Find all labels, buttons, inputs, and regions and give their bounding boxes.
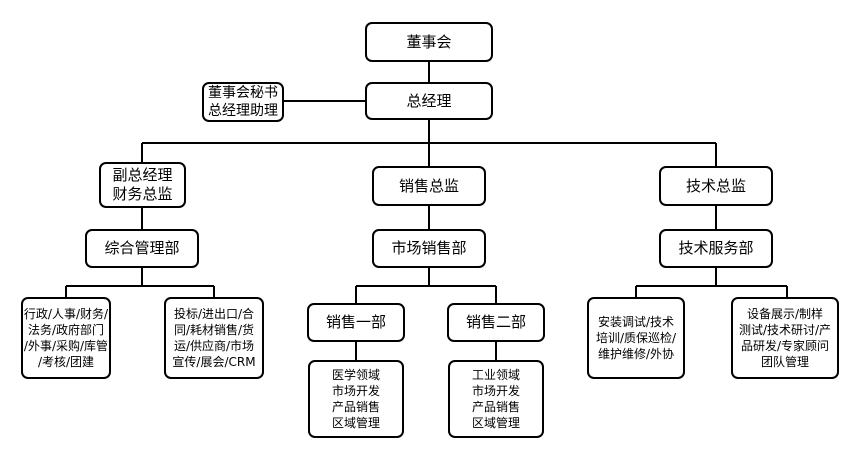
sales-two-duties-line-1: 工业领域 [471,368,520,382]
admin-duties-2-line-1: 投标/进出口/合 [173,307,255,321]
tech-duties-1-line-3: 维护维修/外协 [597,347,675,361]
admin-duties-2-line-4: 宣传/展会/CRM [172,355,256,369]
admin-duties-1-line-3: /外事/采购/库管 [23,339,109,353]
sales-two-duties-line-4: 区域管理 [471,416,520,430]
secretary-line-2: 总经理助理 [208,103,278,119]
sales-one-label: 销售一部 [325,313,386,331]
vp-finance-line-1: 副总经理 [112,166,173,184]
tech-director-node: 技术总监 [659,166,773,206]
ceo-label: 总经理 [406,91,452,110]
sales-director-label: 销售总监 [398,176,459,195]
board-node: 董事会 [365,22,493,62]
sales-one-duties-node: 医学领域 市场开发 产品销售 区域管理 [308,360,404,438]
tech-duties-2-line-1: 设备展示/制样 [746,307,824,321]
admin-duties-2-node: 投标/进出口/合 同/耗材销售/货 运/供应商/市场 宣传/展会/CRM [164,297,264,379]
tech-duties-1-node: 安装调试/技术 培训/质保巡检/ 维护维修/外协 [587,297,685,379]
sales-one-duties-line-2: 市场开发 [331,384,380,398]
tech-duties-1-line-1: 安装调试/技术 [597,315,675,329]
admin-duties-1-line-2: 法务/政府部门 [27,323,105,337]
sales-one-duties-line-1: 医学领域 [331,368,380,382]
sales-director-node: 销售总监 [372,166,486,206]
ceo-node: 总经理 [365,82,493,120]
tech-duties-2-line-3: 品研发/专家顾问 [740,339,830,353]
admin-duties-2-line-2: 同/耗材销售/货 [173,323,255,337]
tech-service-dept-node: 技术服务部 [659,229,773,268]
admin-duties-2-line-3: 运/供应商/市场 [173,339,255,353]
sales-two-duties-node: 工业领域 市场开发 产品销售 区域管理 [448,360,544,438]
admin-duties-1-line-4: /考核/团建 [37,355,95,369]
sales-two-node: 销售二部 [447,303,545,342]
tech-duties-2-line-4: 团队管理 [760,355,809,369]
sales-two-label: 销售二部 [465,313,526,331]
sales-one-duties-line-3: 产品销售 [331,400,380,414]
secretary-node: 董事会秘书 总经理助理 [202,82,284,122]
tech-director-label: 技术总监 [685,176,746,195]
marketing-dept-label: 市场销售部 [391,239,467,257]
sales-two-duties-line-3: 产品销售 [471,400,520,414]
admin-dept-label: 综合管理部 [104,239,180,257]
marketing-dept-node: 市场销售部 [372,229,486,268]
secretary-line-1: 董事会秘书 [208,85,278,101]
vp-finance-line-2: 财务总监 [112,185,173,203]
board-label: 董事会 [406,32,452,51]
tech-duties-2-node: 设备展示/制样 测试/技术研讨/产 品研发/专家顾问 团队管理 [731,297,839,379]
sales-two-duties-line-2: 市场开发 [471,384,520,398]
admin-dept-node: 综合管理部 [85,229,199,268]
tech-duties-1-line-2: 培训/质保巡检/ [595,331,677,345]
admin-duties-1-node: 行政/人事/财务/ 法务/政府部门 /外事/采购/库管 /考核/团建 [21,297,111,379]
admin-duties-1-line-1: 行政/人事/财务/ [23,307,109,321]
vp-finance-node: 副总经理 财务总监 [99,162,186,208]
tech-duties-2-line-2: 测试/技术研讨/产 [738,323,832,337]
sales-one-node: 销售一部 [307,303,405,342]
sales-one-duties-line-4: 区域管理 [331,416,380,430]
tech-service-dept-label: 技术服务部 [678,239,754,257]
